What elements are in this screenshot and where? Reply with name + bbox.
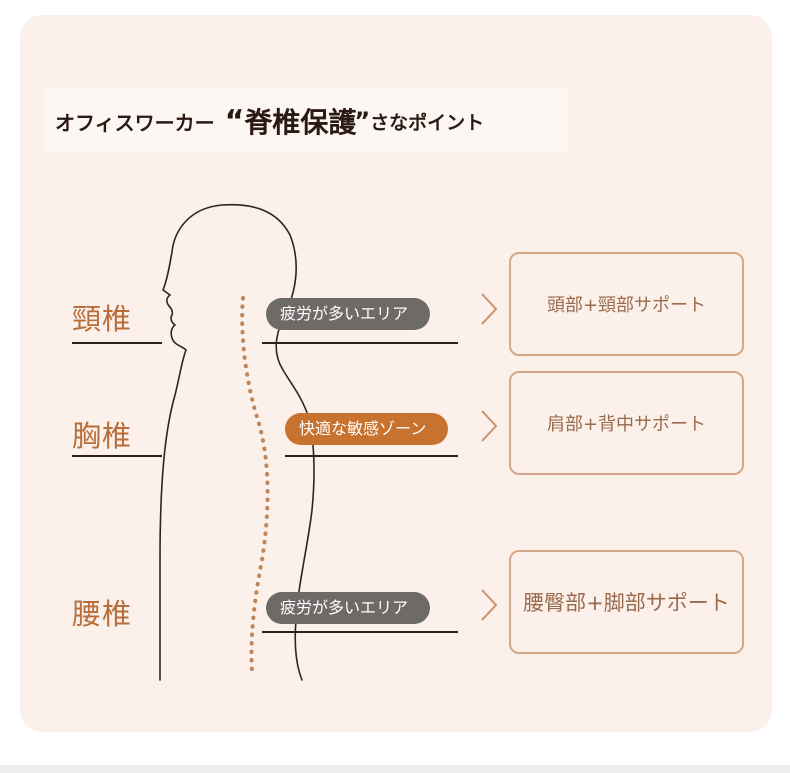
area-underline-thoracic <box>285 455 458 457</box>
vertebra-label-thoracic: 胸椎 <box>72 419 133 453</box>
bottom-divider <box>0 765 790 773</box>
area-underline-lumbar <box>262 631 458 633</box>
chevron-right-icon <box>481 410 498 442</box>
area-pill-cervical: 疲労が多いエリア <box>266 298 430 330</box>
chevron-right-icon <box>481 589 498 621</box>
vertebra-label-lumbar: 腰椎 <box>72 597 133 631</box>
title-main: 脊椎保護 <box>244 106 357 139</box>
page-title: オフィスワーカー “ 脊椎保護 ” さなポイント <box>55 96 484 146</box>
chevron-right-icon <box>481 293 498 325</box>
support-label-thoracic: 肩部+背中サポート <box>546 414 707 435</box>
area-pill-thoracic: 快適な敏感ゾーン <box>285 413 448 445</box>
title-prefix: オフィスワーカー <box>55 110 215 135</box>
area-pill-lumbar: 疲労が多いエリア <box>266 592 430 624</box>
vertebra-label-cervical: 頸椎 <box>72 302 133 336</box>
title-band <box>44 88 568 152</box>
support-label-cervical: 頭部+頸部サポート <box>546 295 707 316</box>
support-box-lumbar: 腰臀部+脚部サポート <box>509 550 744 654</box>
body-outline <box>159 203 315 681</box>
vertebra-underline-thoracic <box>72 455 162 457</box>
support-label-lumbar: 腰臀部+脚部サポート <box>523 591 730 615</box>
title-open-quote: “ <box>224 103 245 139</box>
vertebra-underline-cervical <box>72 342 162 344</box>
support-box-thoracic: 肩部+背中サポート <box>509 371 744 475</box>
area-underline-cervical <box>262 342 458 344</box>
support-box-cervical: 頭部+頸部サポート <box>509 252 744 356</box>
spine-dots <box>240 296 270 674</box>
title-suffix: さなポイント <box>370 111 485 134</box>
